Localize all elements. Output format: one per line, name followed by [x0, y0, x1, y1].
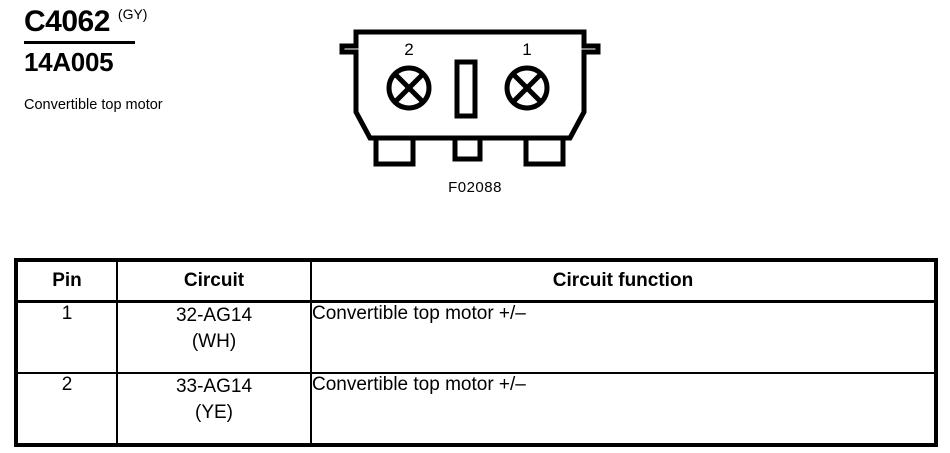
connector-figure-label: F02088	[448, 179, 502, 196]
column-header-circuit-function: Circuit function	[310, 258, 938, 303]
circuit-color-code: (YE)	[195, 402, 233, 423]
locking-tab-left	[373, 138, 416, 167]
cell-pin-number: 2	[14, 372, 118, 447]
circuit-color-code: (WH)	[191, 331, 237, 352]
column-header-pin: Pin	[14, 258, 118, 303]
circuit-code: 33-AG14	[175, 376, 253, 397]
pin-number-label-2: 2	[404, 40, 413, 59]
pin-assignment-table: Pin Circuit Circuit function 1 32-AG14 (…	[14, 258, 938, 447]
connector-color-code: (GY)	[117, 6, 148, 22]
part-number: 14A005	[24, 47, 114, 77]
table-header-row: Pin Circuit Circuit function	[14, 258, 938, 303]
component-description: Convertible top motor	[24, 97, 163, 113]
cell-pin-number: 1	[14, 300, 118, 374]
cell-circuit-function: Convertible top motor +/–	[310, 300, 938, 374]
cell-circuit-function: Convertible top motor +/–	[310, 372, 938, 447]
pin-cavity-2	[386, 65, 432, 111]
locking-tab-center	[452, 138, 483, 162]
pin-cavity-1	[504, 65, 550, 111]
connector-figure: 2 1 F02088	[330, 26, 620, 196]
id-divider-rule	[24, 41, 135, 44]
connector-housing-outline	[339, 29, 601, 141]
table-row: 2 33-AG14 (YE) Convertible top motor +/–	[14, 372, 938, 447]
table-row: 1 32-AG14 (WH) Convertible top motor +/–	[14, 300, 938, 374]
pin-number-label-1: 1	[522, 40, 531, 59]
cell-circuit: 33-AG14 (YE)	[116, 372, 312, 447]
connector-housing-diagram: 2 1	[339, 29, 601, 167]
center-keyway-slot	[454, 59, 478, 119]
column-header-circuit: Circuit	[116, 258, 312, 303]
locking-tab-right	[523, 138, 566, 167]
connector-id: C4062	[24, 5, 110, 38]
connector-id-row: C4062 (GY)	[24, 4, 324, 40]
cell-circuit: 32-AG14 (WH)	[116, 300, 312, 374]
circuit-code: 32-AG14	[175, 305, 253, 326]
connector-header-block: C4062 (GY) 14A005 Convertible top motor	[24, 4, 324, 115]
